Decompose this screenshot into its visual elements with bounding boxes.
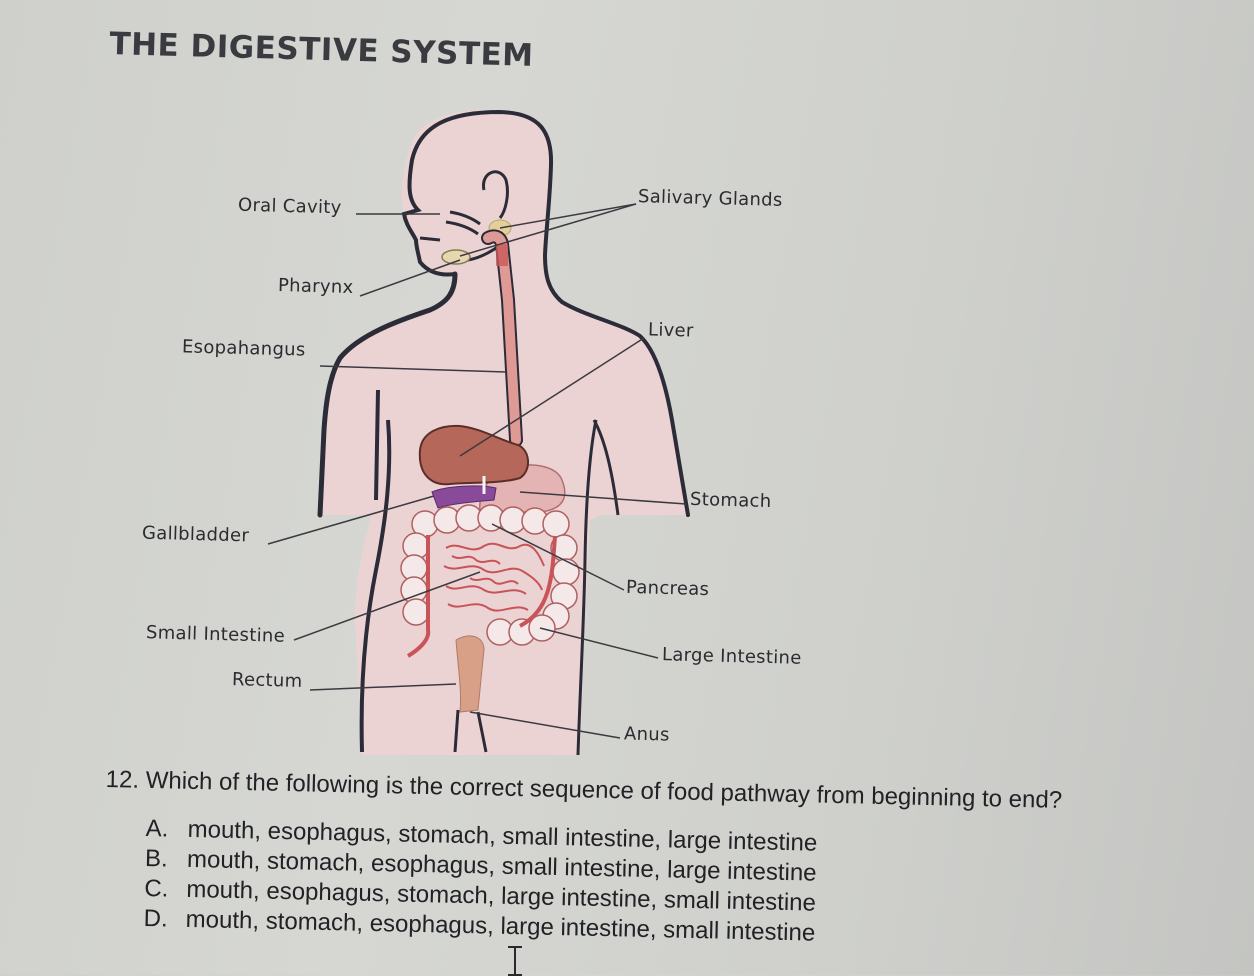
answer-options: A. mouth, esophagus, stomach, small inte…	[143, 814, 817, 949]
text-cursor-icon	[508, 946, 522, 976]
option-letter: D.	[143, 904, 169, 933]
label-esophagus: Esopahangus	[181, 336, 306, 361]
liver-organ	[418, 424, 529, 486]
option-letter: B.	[144, 844, 169, 873]
label-small-intestine: Small Intestine	[145, 622, 286, 647]
label-stomach: Stomach	[689, 488, 772, 513]
label-rectum: Rectum	[231, 669, 303, 692]
option-letter: C.	[144, 874, 169, 903]
rectum-organ	[455, 635, 485, 713]
label-anus: Anus	[623, 723, 670, 746]
label-salivary-glands: Salivary Glands	[637, 186, 783, 211]
gallbladder-organ	[431, 485, 497, 509]
label-pancreas: Pancreas	[625, 576, 710, 601]
small-intestine-organ	[443, 542, 545, 612]
leader-lines	[267, 203, 687, 739]
label-large-intestine: Large Intestine	[661, 644, 802, 669]
question-number: 12.	[105, 766, 140, 794]
label-pharynx: Pharynx	[277, 275, 354, 298]
body-silhouette	[317, 109, 690, 756]
salivary-gland-lower	[441, 249, 471, 265]
option-letter: A.	[145, 814, 169, 843]
label-gallbladder: Gallbladder	[141, 522, 250, 547]
label-liver: Liver	[647, 319, 694, 342]
label-oral-cavity: Oral Cavity	[237, 194, 342, 219]
